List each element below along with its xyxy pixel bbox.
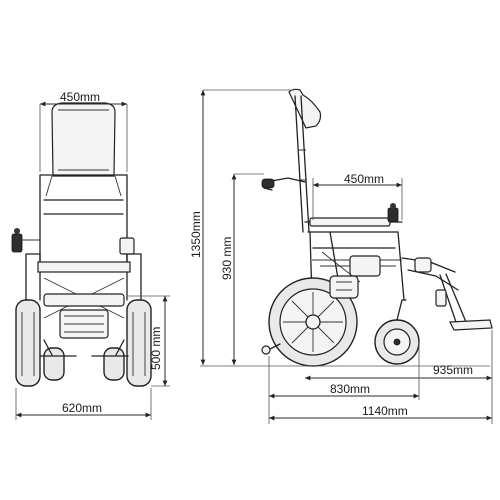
front-seat <box>43 293 125 307</box>
front-headrest <box>51 102 116 177</box>
front-joystick <box>11 233 23 253</box>
front-left-caster <box>43 347 65 381</box>
dim-legrest-length: 935mm <box>433 363 473 377</box>
dim-armrest-height: 930 mm <box>220 237 234 280</box>
front-dimensions: 450mm 620mm 500 mm <box>15 90 170 420</box>
dim-wheelbase-length: 830mm <box>330 382 370 396</box>
dim-front-width-bottom: 620mm <box>62 401 102 415</box>
dim-seat-depth: 450mm <box>344 172 384 186</box>
side-headrest <box>288 88 322 129</box>
front-right-wheel <box>126 299 152 387</box>
dim-front-width-top: 450mm <box>60 90 100 104</box>
dim-seat-height: 500 mm <box>149 327 163 370</box>
dim-total-height: 1350mm <box>189 211 203 258</box>
side-view <box>261 88 493 367</box>
front-back-frame <box>39 174 128 263</box>
side-dimensions: 1350mm 930 mm 450mm 935mm 830mm 1140mm <box>189 89 493 424</box>
side-joystick <box>387 207 399 223</box>
side-footplate <box>449 319 493 331</box>
front-view <box>11 102 152 387</box>
dim-total-length: 1140mm <box>362 404 408 418</box>
front-left-wheel <box>15 299 41 387</box>
side-backrest <box>294 95 310 233</box>
front-right-caster <box>103 347 125 381</box>
front-footrests <box>39 339 129 357</box>
